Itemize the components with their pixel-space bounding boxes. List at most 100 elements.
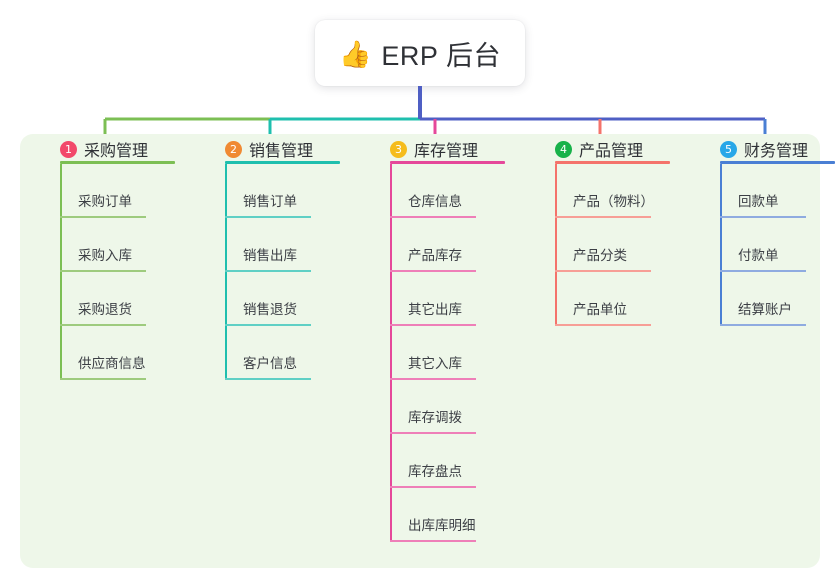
- leaf-spine: [720, 164, 722, 326]
- branch-number-badge: 5: [720, 140, 737, 158]
- leaf-item-rule: [60, 216, 146, 218]
- leaf-item[interactable]: 回款单: [720, 164, 808, 218]
- root-node-title: ERP 后台: [381, 40, 501, 71]
- branch-column-1: 1 采购管理采购订单采购入库采购退货供应商信息: [40, 134, 175, 380]
- leaf-item[interactable]: 产品分类: [555, 218, 651, 272]
- leaf-item-rule: [390, 540, 476, 542]
- leaf-item-label: 出库库明细: [408, 518, 476, 533]
- leaf-item-rule: [390, 216, 476, 218]
- leaf-item[interactable]: 供应商信息: [60, 326, 148, 380]
- leaf-spine: [555, 164, 557, 326]
- leaf-list: 回款单付款单结算账户: [720, 164, 808, 326]
- leaf-item-rule: [390, 486, 476, 488]
- leaf-item-rule: [390, 432, 476, 434]
- leaf-spine: [225, 164, 227, 380]
- leaf-list: 产品（物料） 产品分类产品单位: [555, 164, 654, 326]
- branch-header-rule: [390, 161, 505, 164]
- branch-number-badge: 4: [555, 140, 572, 158]
- branch-number-badge: 3: [390, 140, 407, 158]
- leaf-item-rule: [225, 378, 311, 380]
- leaf-item[interactable]: 产品（物料）: [555, 164, 654, 218]
- branch-title: 库存管理: [414, 143, 479, 160]
- leaf-item[interactable]: 库存盘点: [390, 434, 478, 488]
- leaf-item-rule: [555, 270, 651, 272]
- leaf-item-rule: [390, 378, 476, 380]
- thumbs-up-icon: 👍: [339, 39, 372, 69]
- leaf-item-label: 其它入库: [408, 356, 462, 371]
- leaf-item[interactable]: 付款单: [720, 218, 808, 272]
- branch-title: 销售管理: [249, 143, 314, 160]
- leaf-item-label: 产品分类: [573, 248, 627, 263]
- leaf-item-label: 采购退货: [78, 302, 132, 317]
- leaf-item-rule: [60, 270, 146, 272]
- leaf-item-label: 结算账户: [738, 302, 792, 317]
- leaf-item[interactable]: 仓库信息: [390, 164, 478, 218]
- leaf-item-rule: [60, 324, 146, 326]
- leaf-item[interactable]: 客户信息: [225, 326, 313, 380]
- branch-number-badge: 1: [60, 140, 77, 158]
- branch-column-3: 3 库存管理仓库信息产品库存其它出库其它入库库存调拨库存盘点出库库明细: [370, 134, 505, 542]
- leaf-item-label: 采购订单: [78, 194, 132, 209]
- branch-number-badge: 2: [225, 140, 242, 158]
- leaf-list: 仓库信息产品库存其它出库其它入库库存调拨库存盘点出库库明细: [390, 164, 478, 542]
- leaf-item-rule: [390, 270, 476, 272]
- root-node-card[interactable]: 👍 ERP 后台: [315, 20, 525, 86]
- branch-header-rule: [225, 161, 340, 164]
- leaf-item[interactable]: 销售出库: [225, 218, 313, 272]
- leaf-item-rule: [720, 216, 806, 218]
- leaf-item-rule: [555, 324, 651, 326]
- leaf-item-label: 付款单: [738, 248, 779, 263]
- leaf-item[interactable]: 其它出库: [390, 272, 478, 326]
- leaf-item[interactable]: 采购入库: [60, 218, 148, 272]
- branch-column-4: 4 产品管理产品（物料） 产品分类产品单位: [535, 134, 670, 326]
- branch-header-1[interactable]: 1 采购管理: [40, 134, 175, 164]
- leaf-item-rule: [720, 324, 806, 326]
- leaf-item-label: 供应商信息: [78, 356, 146, 371]
- leaf-item-rule: [720, 270, 806, 272]
- leaf-item[interactable]: 其它入库: [390, 326, 478, 380]
- leaf-item[interactable]: 库存调拨: [390, 380, 478, 434]
- leaf-item-label: 销售退货: [243, 302, 297, 317]
- leaf-item[interactable]: 产品库存: [390, 218, 478, 272]
- branch-column-5: 5 财务管理回款单付款单结算账户: [700, 134, 835, 326]
- leaf-item[interactable]: 产品单位: [555, 272, 651, 326]
- leaf-item-label: 库存调拨: [408, 410, 462, 425]
- leaf-item-label: 仓库信息: [408, 194, 462, 209]
- leaf-list: 采购订单采购入库采购退货供应商信息: [60, 164, 148, 380]
- leaf-spine: [60, 164, 62, 380]
- leaf-item-rule: [555, 216, 651, 218]
- leaf-item-label: 客户信息: [243, 356, 297, 371]
- leaf-item-label: 销售订单: [243, 194, 297, 209]
- branch-header-3[interactable]: 3 库存管理: [370, 134, 505, 164]
- branch-column-2: 2 销售管理销售订单销售出库销售退货客户信息: [205, 134, 340, 380]
- leaf-item-label: 产品单位: [573, 302, 627, 317]
- branch-header-rule: [60, 161, 175, 164]
- leaf-item[interactable]: 出库库明细: [390, 488, 478, 542]
- leaf-item-label: 产品库存: [408, 248, 462, 263]
- leaf-item[interactable]: 采购退货: [60, 272, 148, 326]
- branch-title: 财务管理: [744, 143, 809, 160]
- leaf-item[interactable]: 销售订单: [225, 164, 313, 218]
- leaf-item-label: 产品（物料）: [573, 194, 654, 209]
- branch-header-4[interactable]: 4 产品管理: [535, 134, 670, 164]
- leaf-item-label: 库存盘点: [408, 464, 462, 479]
- branch-title: 采购管理: [84, 143, 149, 160]
- leaf-spine: [390, 164, 392, 542]
- leaf-item[interactable]: 采购订单: [60, 164, 148, 218]
- branch-header-rule: [555, 161, 670, 164]
- leaf-item[interactable]: 销售退货: [225, 272, 313, 326]
- leaf-item-rule: [225, 270, 311, 272]
- diagram-panel: 1 采购管理采购订单采购入库采购退货供应商信息 2 销售管理销售订单销售出库销售退货客…: [20, 134, 835, 568]
- leaf-item-label: 采购入库: [78, 248, 132, 263]
- leaf-item-label: 其它出库: [408, 302, 462, 317]
- leaf-item-rule: [60, 378, 146, 380]
- branch-header-2[interactable]: 2 销售管理: [205, 134, 340, 164]
- leaf-item-rule: [390, 324, 476, 326]
- leaf-item-rule: [225, 324, 311, 326]
- branch-header-5[interactable]: 5 财务管理: [700, 134, 835, 164]
- leaf-item-rule: [225, 216, 311, 218]
- leaf-item-label: 销售出库: [243, 248, 297, 263]
- branch-title: 产品管理: [579, 143, 644, 160]
- leaf-item[interactable]: 结算账户: [720, 272, 808, 326]
- branch-header-rule: [720, 161, 835, 164]
